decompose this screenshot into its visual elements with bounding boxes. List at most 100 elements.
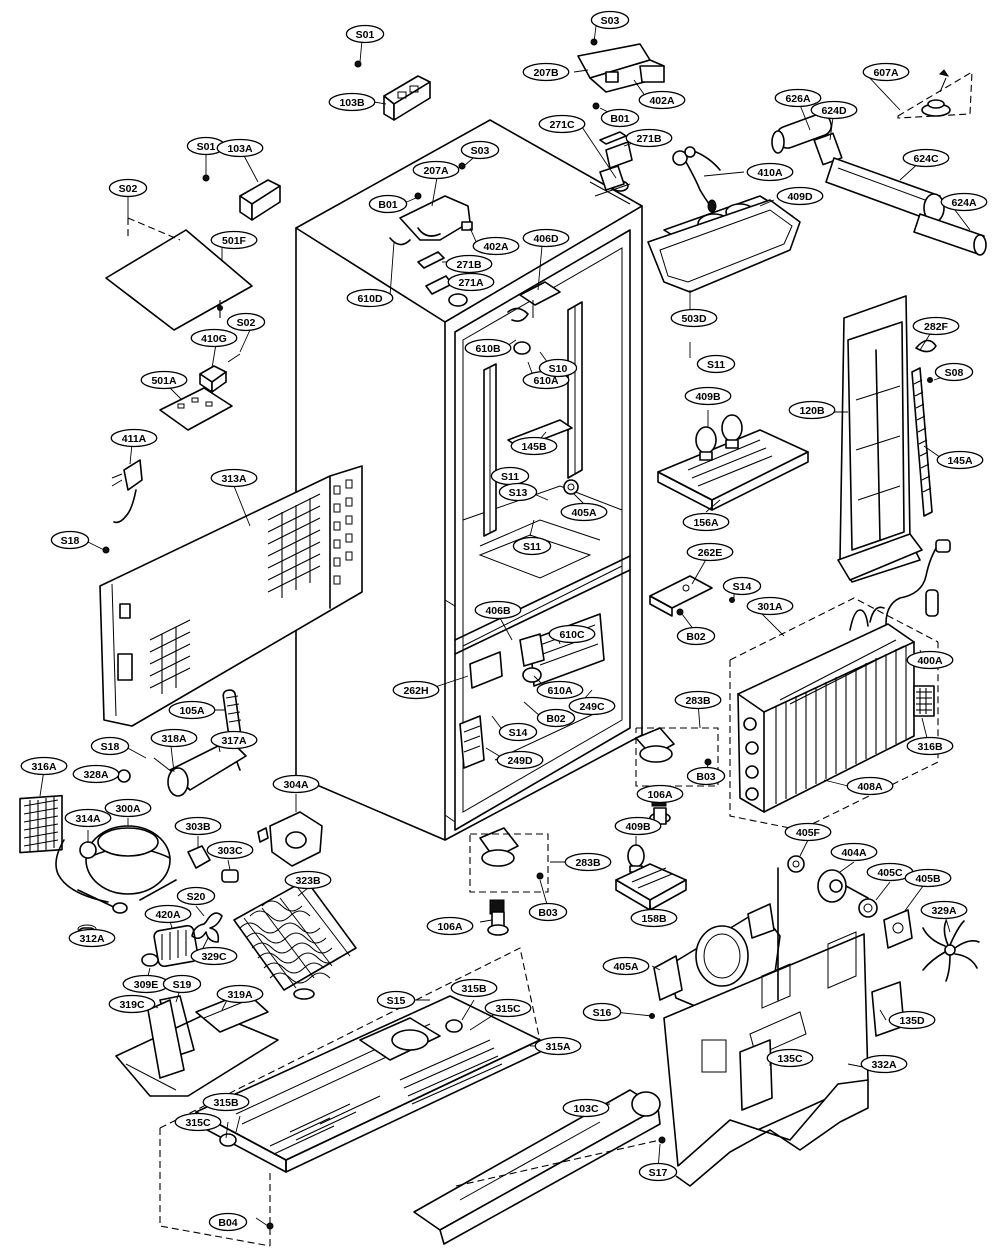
callout-bubble [638,1162,678,1182]
callout-b02-a: B02 [676,626,716,646]
callout-bubble [512,536,552,556]
callout-bubble [202,1092,250,1112]
callout-bubble [746,162,794,182]
callout-label: 283B [575,857,601,869]
callout-label: 312A [79,933,105,945]
callout-s16: S16 [582,1002,622,1022]
callout-300a: 300A [104,798,152,818]
callout-406d: 406D [522,228,570,248]
callout-label: B03 [696,771,715,783]
callout-332a: 332A [860,1054,908,1074]
callout-label: 271A [458,277,484,289]
callout-label: 145A [947,455,973,467]
callout-label: 120B [799,405,825,417]
callout-bubble [686,766,726,786]
callout-319a: 319A [216,984,264,1004]
callout-bubble [674,690,722,710]
callout-label: 314A [75,813,101,825]
callout-label: 409D [787,191,813,203]
callout-bubble [602,956,650,976]
callout-301a: 301A [746,596,794,616]
callout-label: B02 [546,713,565,725]
callout-label: S10 [549,363,568,375]
callout-106a-a: 106A [636,784,684,804]
callout-bubble [345,24,385,44]
callout-501a: 501A [140,370,188,390]
callout-309e: 309E [122,974,170,994]
callout-label: S17 [649,1167,668,1179]
evaporator-cover-120b [837,295,937,583]
callout-label: 610A [547,685,573,697]
callout-bubble [176,886,216,906]
callout-bubble [630,908,678,928]
callout-400a: 400A [906,650,954,670]
callout-label: 610A [533,375,559,387]
callout-bubble [376,990,416,1010]
callout-bubble [460,140,500,160]
callout-329a: 329A [920,900,968,920]
callout-bubble [560,502,608,522]
callout-bubble [426,916,474,936]
callout-label: 610D [357,293,383,305]
callout-303b: 303B [174,816,222,836]
callout-label: B02 [686,631,705,643]
callout-label: 328A [83,769,109,781]
callout-103b: 103B [328,92,376,112]
callout-bubble [108,994,156,1014]
callout-bubble [906,650,954,670]
callout-label: S02 [119,183,138,195]
callout-624d: 624D [810,100,858,120]
callout-label: 411A [122,433,147,445]
callout-b02-b: B02 [536,708,576,728]
callout-label: 319A [227,989,253,1001]
callout-s13: S13 [498,482,538,502]
lamp-assembly-156a [657,414,809,511]
callout-label: 624C [913,153,939,165]
callout-bubble [272,774,320,794]
callout-bubble [564,852,612,872]
callout-label: 503D [681,313,707,325]
condenser-coil-323b [233,879,357,1000]
callout-bubble [774,88,822,108]
callout-b01-b: B01 [368,194,408,214]
callout-404a: 404A [830,842,878,862]
callout-bubble [346,288,394,308]
callout-bubble [722,576,762,596]
callout-label: 404A [841,847,867,859]
callout-label: 402A [649,95,675,107]
callout-610c: 610C [548,624,596,644]
callout-405f: 405F [784,822,832,842]
callout-283b-b: 283B [564,852,612,872]
callout-271c: 271C [538,114,586,134]
callout-label: 103B [339,97,365,109]
callout-271b-a: 271B [625,128,673,148]
callout-bubble [174,1112,222,1132]
callout-bubble [368,194,408,214]
callout-label: 405A [613,961,639,973]
callout-label: 309E [134,979,159,991]
callout-503d: 503D [670,308,718,328]
callout-label: 145B [521,441,547,453]
callout-label: 135C [777,1053,803,1065]
callout-label: 283B [685,695,711,707]
callout-501f: 501F [210,230,258,250]
callout-bubble [906,736,954,756]
callout-label: 103C [573,1103,599,1115]
callout-bubble [472,236,520,256]
callout-label: 607A [873,67,899,79]
callout-135c: 135C [766,1048,814,1068]
callout-s08: S08 [934,362,974,382]
callout-s01-b: S01 [186,136,226,156]
callout-label: 106A [647,789,673,801]
callout-bubble [174,816,222,836]
callout-bubble [464,338,512,358]
relay-parts [117,739,247,797]
callout-label: S11 [707,359,725,371]
callout-s11-a: S11 [696,354,736,374]
callout-bubble [208,1212,248,1232]
callout-bubble [920,900,968,920]
callout-label: S18 [101,741,120,753]
callout-328a: 328A [72,764,120,784]
callout-bubble [600,108,640,128]
